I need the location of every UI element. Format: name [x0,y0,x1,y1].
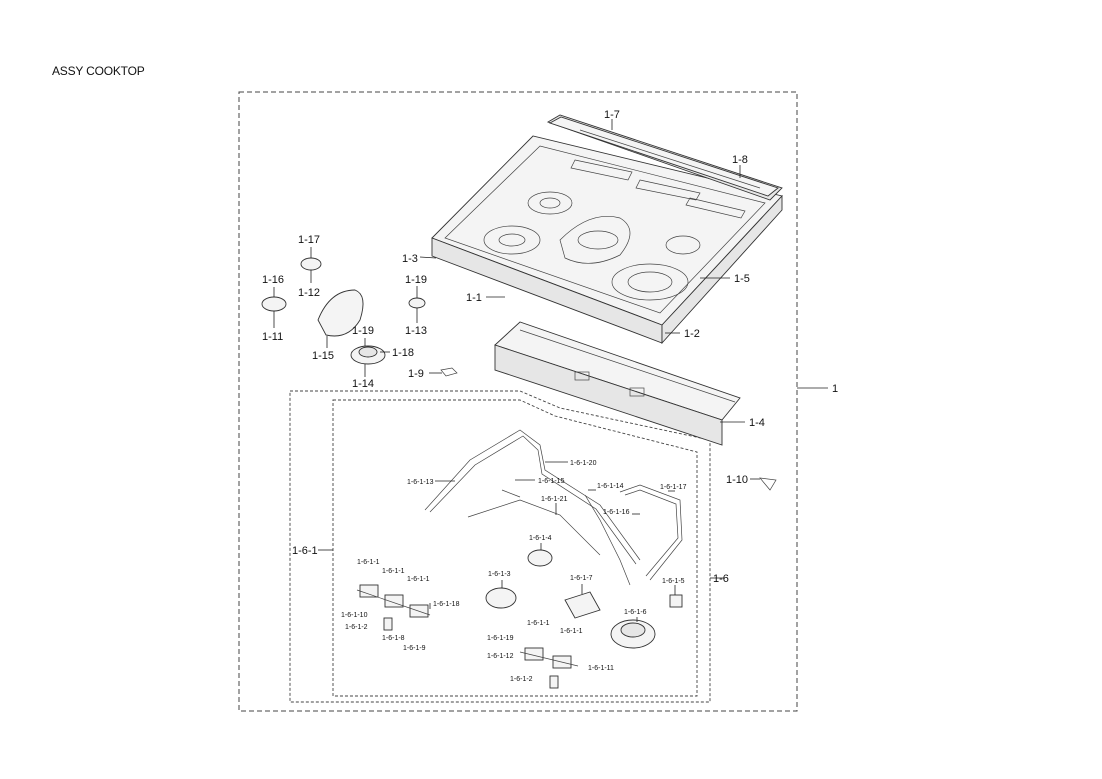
label-1-4: 1-4 [749,417,765,429]
label-1-6-1-19: 1-6-1-19 [487,635,514,642]
label-1: 1 [832,383,838,395]
label-1-19-burner: 1-19 [352,325,374,337]
label-1-5: 1-5 [734,273,750,285]
label-1-6-1-11: 1-6-1-11 [588,665,614,672]
assembly-boundary [238,91,798,712]
label-1-6-1-21: 1-6-1-21 [541,496,568,503]
label-1-7: 1-7 [604,109,620,121]
subpart-labels: 1-6-1-20 1-6-1-15 1-6-1-13 1-6-1-21 1-6-… [341,460,687,683]
label-1-6-1-20: 1-6-1-20 [570,460,597,467]
label-1-6-1-1-a: 1-6-1-1 [357,559,380,566]
label-1-15: 1-15 [312,350,334,362]
label-1-6-1: 1-6-1 [292,545,318,557]
label-1-12: 1-12 [298,287,320,299]
label-1-6-1-1-b: 1-6-1-1 [382,568,405,575]
label-1-1: 1-1 [466,292,482,304]
label-1-6-1-10: 1-6-1-10 [341,612,368,619]
control-strip [546,114,783,201]
label-1-6-1-4: 1-6-1-4 [529,535,552,542]
gas-tubes [424,429,683,586]
cooktop-panel [431,135,783,345]
valves-and-burners [356,549,683,689]
burner-bracket [494,321,741,446]
label-1-19-cap: 1-19 [405,274,427,286]
label-1-18: 1-18 [392,347,414,359]
label-1-3: 1-3 [402,253,418,265]
label-1-6-1-15: 1-6-1-15 [538,478,565,485]
label-1-6-1-8: 1-6-1-8 [382,635,405,642]
label-1-11: 1-11 [262,331,283,343]
label-1-8: 1-8 [732,154,748,166]
page-title: ASSY COOKTOP [52,64,145,78]
label-1-6-1-16: 1-6-1-16 [603,509,630,516]
label-1-6-1-3: 1-6-1-3 [488,571,511,578]
label-1-14: 1-14 [352,378,374,390]
label-1-6-1-7: 1-6-1-7 [570,575,593,582]
label-1-6: 1-6 [713,573,729,585]
label-1-10: 1-10 [726,474,748,486]
label-1-6-1-9: 1-6-1-9 [403,645,426,652]
label-1-16: 1-16 [262,274,284,286]
label-1-6-1-1-e: 1-6-1-1 [560,628,583,635]
label-1-13: 1-13 [405,325,427,337]
subassembly-1-6-1-boundary [332,399,698,697]
label-1-6-1-2-b: 1-6-1-2 [510,676,533,683]
label-1-6-1-6: 1-6-1-6 [624,609,647,616]
label-1-6-1-12: 1-6-1-12 [487,653,514,660]
label-1-6-1-5: 1-6-1-5 [662,578,685,585]
label-1-2: 1-2 [684,328,700,340]
part-labels: 1 1-7 1-8 1-3 1-5 1-1 1-2 1-4 1-10 1-6 1… [262,109,838,585]
label-1-6-1-13: 1-6-1-13 [407,479,434,486]
label-1-6-1-14: 1-6-1-14 [597,483,624,490]
leader-lines [273,119,828,622]
label-1-6-1-17: 1-6-1-17 [660,484,687,491]
label-1-9: 1-9 [408,368,424,380]
label-1-6-1-2-a: 1-6-1-2 [345,624,368,631]
label-1-6-1-18: 1-6-1-18 [433,601,460,608]
label-1-17: 1-17 [298,234,320,246]
label-1-6-1-1-d: 1-6-1-1 [527,620,550,627]
label-1-6-1-1-c: 1-6-1-1 [407,576,430,583]
